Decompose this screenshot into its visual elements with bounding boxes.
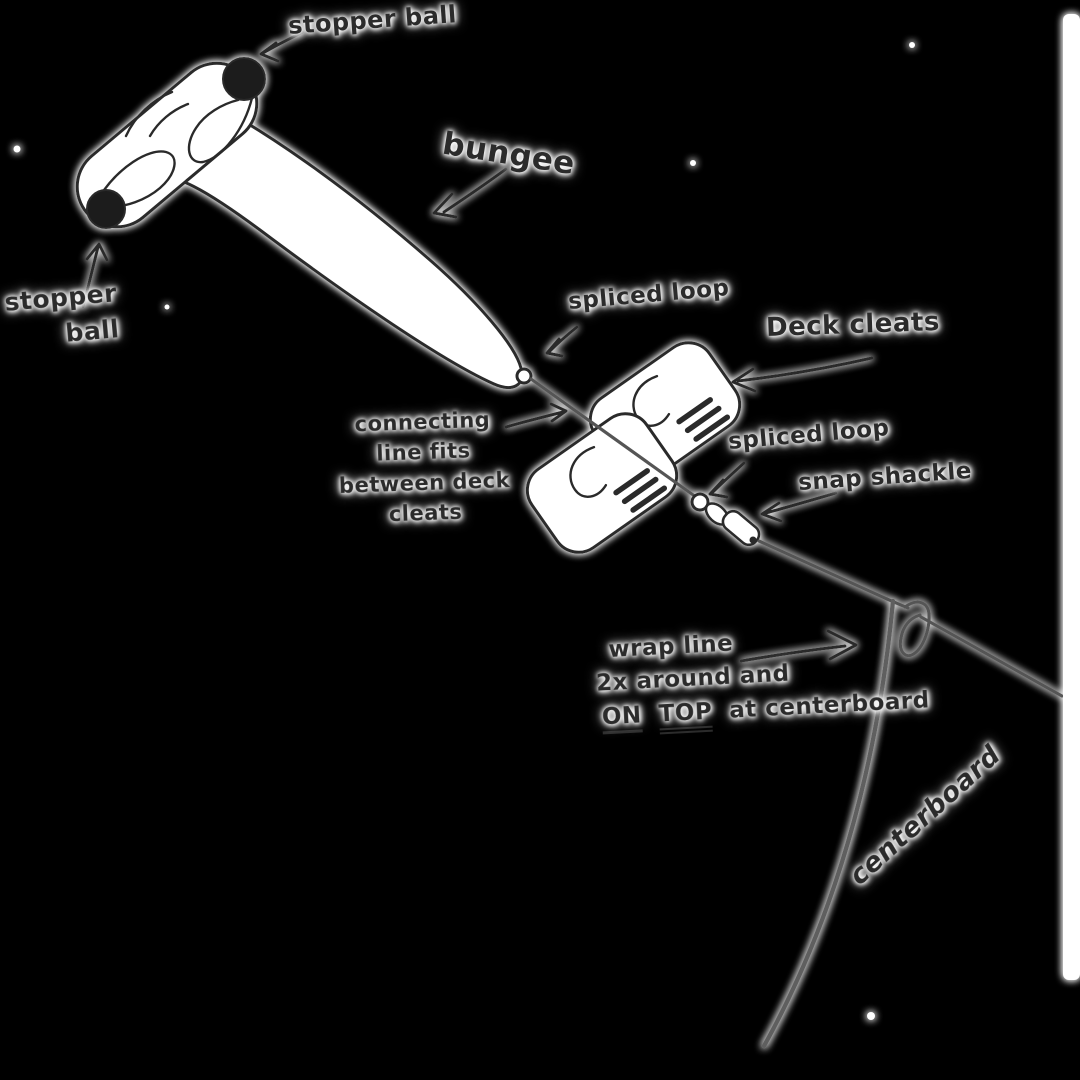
speck-1: [13, 145, 21, 153]
arrow-connecting-line: [504, 402, 568, 429]
stopper-ball-top-shape: [222, 57, 266, 101]
shackle-pivot: [749, 536, 757, 544]
stopper-ball-left-shape: [86, 189, 126, 229]
label-stopper-ball-left: stopper ball: [3, 278, 121, 348]
ball-loop-bottom: [98, 150, 176, 208]
arrow-deck-cleats: [731, 356, 874, 393]
snap-shackle-body: [721, 509, 761, 547]
wrap-coil: [885, 597, 931, 658]
label-deck-cleats: Deck cleats: [765, 306, 941, 344]
underlined-top: TOP: [658, 698, 714, 735]
label-wrap-note: wrap line 2x around and ON TOP at center…: [594, 617, 931, 735]
scan-paper-strip: [1063, 14, 1080, 980]
label-connecting-note: connecting line fits between deck cleats: [338, 407, 511, 527]
arrow-snap-shackle: [760, 491, 838, 523]
speck-5: [164, 304, 170, 310]
speck-3: [909, 42, 915, 48]
arrow-bungee: [432, 167, 508, 219]
arrow-wrap-line: [739, 629, 858, 663]
centerboard-edge: [761, 598, 896, 1049]
ball-loop-top: [187, 96, 254, 164]
rope-to-centerboard: [757, 539, 889, 601]
handle-hatch-line-1: [124, 90, 174, 138]
arrow-stopper-ball-left: [81, 242, 109, 309]
arrow-stopper-ball-top: [259, 30, 305, 63]
speck-2: [690, 160, 696, 166]
connecting-line: [529, 377, 698, 499]
speck-4: [867, 1012, 875, 1020]
underlined-on: ON: [601, 702, 643, 735]
spliced-loop-2-shape: [690, 492, 710, 512]
rope-outgoing: [919, 615, 1064, 698]
arrow-spliced-loop-1: [545, 325, 579, 358]
handle-hatch-line-2: [148, 102, 190, 138]
arrow-spliced-loop-2: [708, 461, 746, 499]
spliced-loop-1-shape: [515, 367, 533, 385]
deck-cleat-lower: [525, 412, 679, 554]
